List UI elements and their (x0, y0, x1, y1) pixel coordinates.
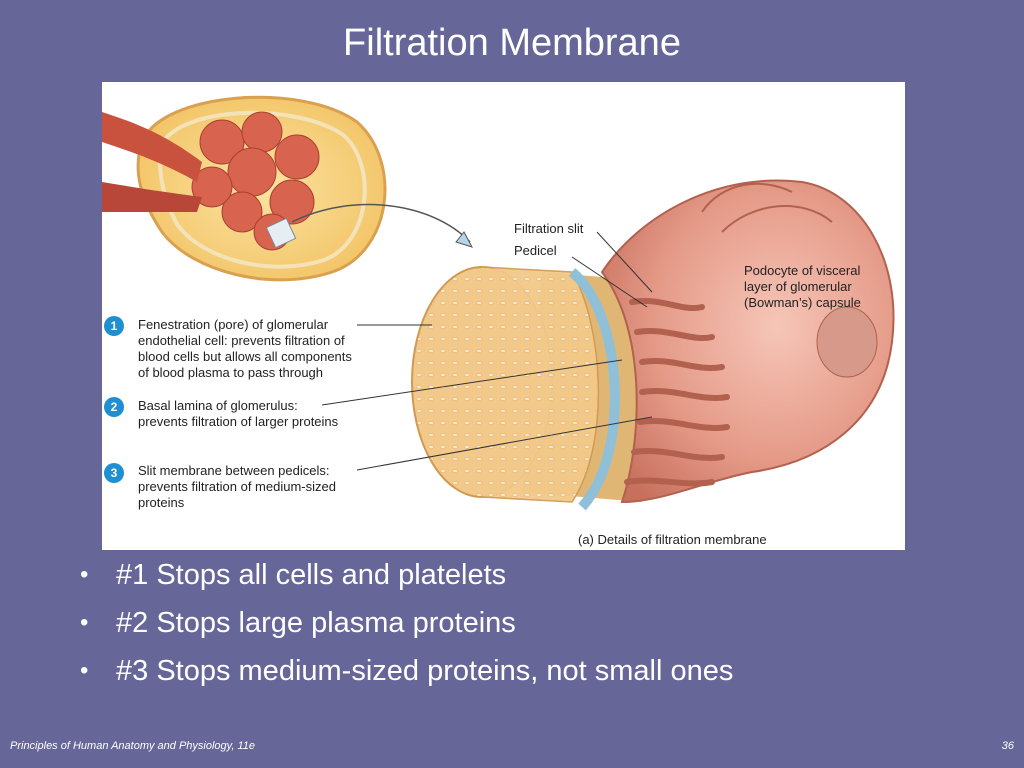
bullet-text: #1 Stops all cells and platelets (116, 559, 507, 591)
bullet-text: #2 Stops large plasma proteins (116, 607, 516, 639)
pedicel-label: Pedicel (514, 243, 557, 258)
bullet-list: • #1 Stops all cells and platelets • #2 St… (80, 555, 733, 699)
callout-3-badge: 3 (104, 463, 124, 483)
bullet-text: #3 Stops medium-sized proteins, not smal… (116, 655, 734, 687)
callout-1-badge: 1 (104, 316, 124, 336)
bullet-item: • #3 Stops medium-sized proteins, not sma… (80, 651, 733, 699)
callout-1-text: Fenestration (pore) of glomerular endoth… (138, 317, 352, 380)
podocyte-label: Podocyte of visceral layer of glomerular… (744, 263, 861, 310)
filtration-membrane-figure: Filtration slit Pedicel Podocyte of visc… (102, 82, 905, 550)
bullet-dot: • (80, 657, 89, 684)
figure-caption: (a) Details of filtration membrane (578, 532, 767, 547)
footer-source: Principles of Human Anatomy and Physiolo… (10, 740, 255, 752)
callout-2-text: Basal lamina of glomerulus: prevents fil… (138, 398, 339, 429)
filtration-membrane-illustration (102, 95, 895, 511)
glomerulus-inset (102, 95, 474, 282)
slide-title: Filtration Membrane (343, 22, 681, 64)
capillary-cross-section (411, 266, 662, 511)
bullet-item: • #2 Stops large plasma proteins (80, 603, 733, 651)
page-number: 36 (1001, 740, 1014, 752)
callout-3-text: Slit membrane between pedicels: prevents… (138, 463, 336, 510)
leader-lines (321, 231, 653, 471)
callout-2-badge: 2 (104, 397, 124, 417)
bullet-dot: • (80, 609, 89, 636)
bullet-dot: • (80, 561, 89, 588)
podocyte (600, 179, 895, 504)
filtration-slit-label: Filtration slit (514, 221, 584, 236)
bullet-item: • #1 Stops all cells and platelets (80, 555, 733, 603)
